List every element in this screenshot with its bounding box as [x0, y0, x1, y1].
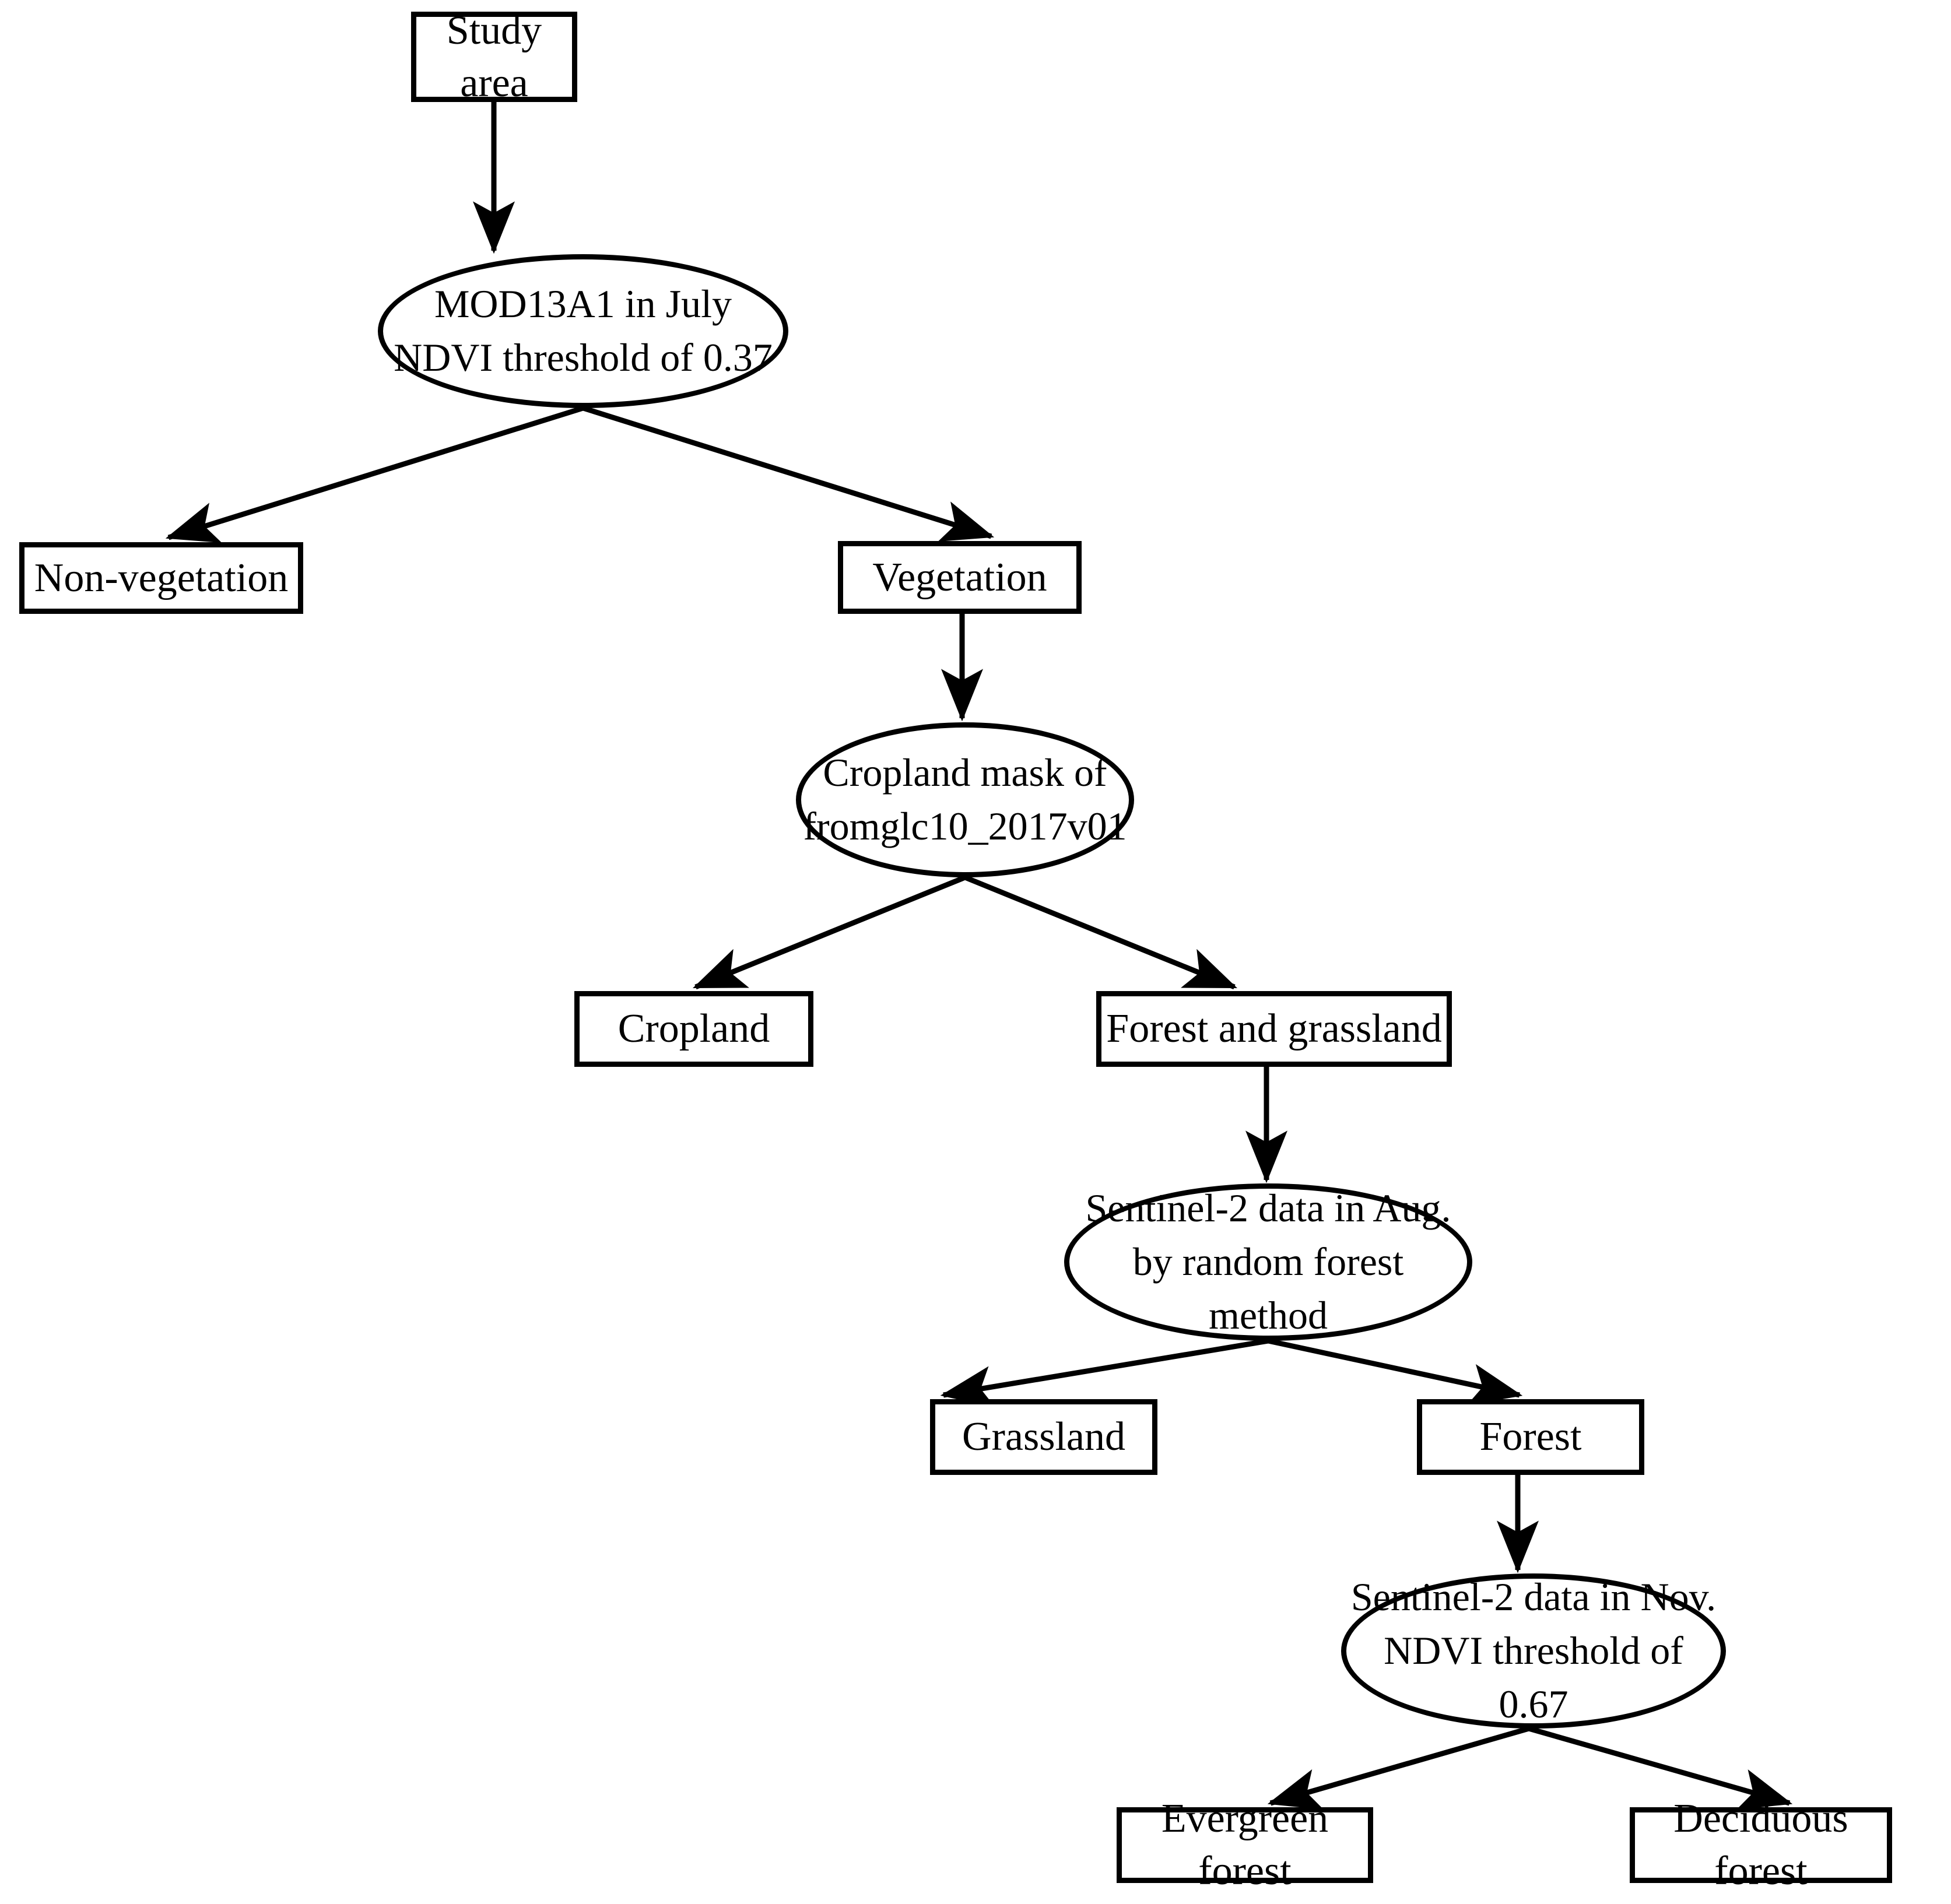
node-sentinel2-aug[interactable]: Sentinel-2 data in Aug. by random forest…	[1064, 1183, 1472, 1341]
node-cropland-mask[interactable]: Cropland mask of fromglc10_2017v01	[796, 722, 1134, 877]
node-label-mod13a1-july: MOD13A1 in July NDVI threshold of 0.37	[394, 282, 773, 380]
node-label-cropland-mask: Cropland mask of fromglc10_2017v01	[803, 750, 1127, 848]
node-label-grassland: Grassland	[962, 1414, 1125, 1460]
node-label-study-area: Study area	[446, 8, 542, 106]
node-sentinel2-nov[interactable]: Sentinel-2 data in Nov. NDVI threshold o…	[1341, 1573, 1726, 1729]
node-label-sentinel2-nov: Sentinel-2 data in Nov. NDVI threshold o…	[1350, 1575, 1717, 1726]
edge-cropland-mask-to-cropland	[692, 874, 966, 990]
node-label-deciduous-forest: Deciduous forest	[1673, 1796, 1848, 1894]
node-label-forest-and-grassland: Forest and grassland	[1106, 1006, 1442, 1052]
node-forest[interactable]: Forest	[1417, 1399, 1644, 1475]
edge-sentinel-nov-to-evergreen	[1267, 1726, 1530, 1810]
node-vegetation[interactable]: Vegetation	[838, 541, 1082, 614]
node-label-cropland: Cropland	[617, 1006, 770, 1052]
edge-mod13a1-to-vegetation	[582, 405, 995, 542]
node-evergreen-forest[interactable]: Evergreen forest	[1117, 1796, 1373, 1894]
node-study-area[interactable]: Study area	[411, 8, 577, 106]
node-grassland[interactable]: Grassland	[930, 1399, 1157, 1475]
edge-sentinel-aug-to-forest	[1268, 1338, 1523, 1406]
node-label-non-vegetation: Non-vegetation	[34, 555, 289, 600]
edge-sentinel-aug-to-grassland	[940, 1338, 1269, 1408]
node-label-sentinel2-aug: Sentinel-2 data in Aug. by random forest…	[1085, 1186, 1451, 1337]
node-cropland[interactable]: Cropland	[574, 991, 813, 1067]
node-forest-and-grassland[interactable]: Forest and grassland	[1096, 991, 1452, 1067]
edge-mod13a1-to-non-vegetation	[165, 405, 584, 543]
node-label-evergreen-forest: Evergreen forest	[1161, 1796, 1329, 1894]
node-deciduous-forest[interactable]: Deciduous forest	[1630, 1796, 1892, 1894]
edge-sentinel-nov-to-deciduous	[1528, 1726, 1793, 1810]
node-label-vegetation: Vegetation	[872, 554, 1047, 600]
node-non-vegetation[interactable]: Non-vegetation	[19, 542, 303, 614]
edge-cropland-mask-to-forest-grassland	[964, 874, 1238, 990]
node-mod13a1-july[interactable]: MOD13A1 in July NDVI threshold of 0.37	[378, 254, 788, 408]
node-label-forest: Forest	[1479, 1414, 1582, 1460]
